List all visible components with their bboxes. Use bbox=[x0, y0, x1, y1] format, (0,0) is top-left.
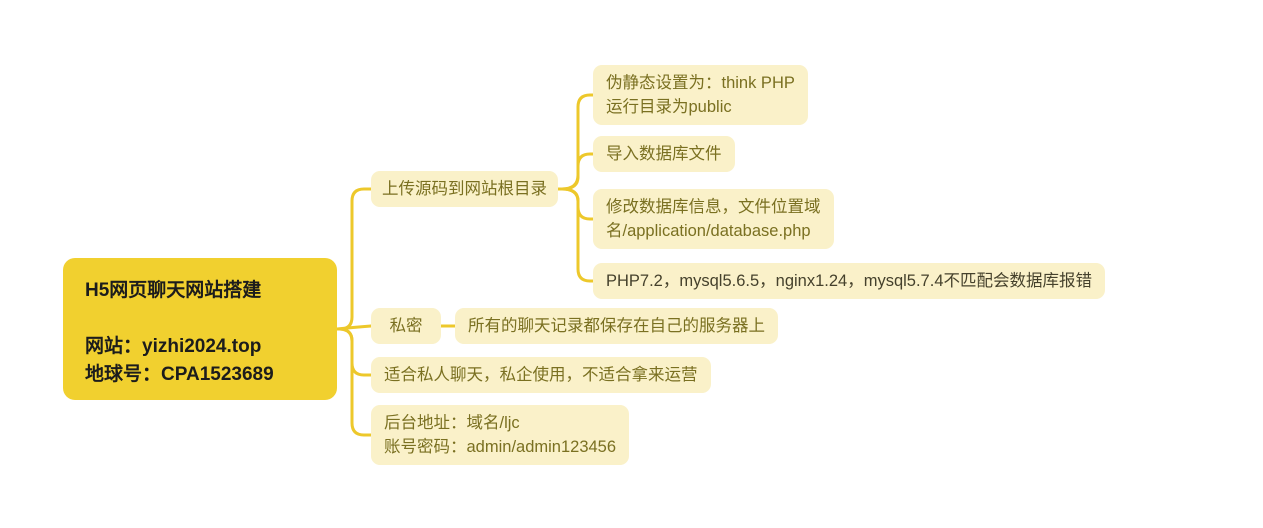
connector-root-to-admin bbox=[335, 327, 373, 437]
connector-upload-to-importdb bbox=[556, 152, 595, 191]
node-pseudo-static-setting[interactable]: 伪静态设置为：think PHP 运行目录为public bbox=[593, 65, 808, 125]
node-upload-source[interactable]: 上传源码到网站根目录 bbox=[371, 171, 558, 207]
node-import-database[interactable]: 导入数据库文件 bbox=[593, 136, 735, 172]
root-title: H5网页聊天网站搭建 bbox=[85, 280, 262, 301]
node-private-chat-usage[interactable]: 适合私人聊天，私企使用，不适合拿来运营 bbox=[371, 357, 711, 393]
connector-upload-to-phpversion bbox=[556, 187, 595, 283]
root-contact-line: 地球号：CPA1523689 bbox=[85, 364, 274, 385]
node-chat-records-on-own-server[interactable]: 所有的聊天记录都保存在自己的服务器上 bbox=[455, 308, 778, 344]
node-php-version-warning[interactable]: PHP7.2，mysql5.6.5，nginx1.24，mysql5.7.4不匹… bbox=[593, 263, 1105, 299]
connector-upload-to-pseudostatic bbox=[556, 93, 595, 191]
node-private[interactable]: 私密 bbox=[371, 308, 441, 344]
root-site-line: 网站：yizhi2024.top bbox=[85, 336, 262, 357]
connector-root-to-upload bbox=[335, 187, 373, 331]
root-node[interactable]: H5网页聊天网站搭建 网站：yizhi2024.top 地球号：CPA15236… bbox=[63, 258, 337, 400]
node-modify-database-config[interactable]: 修改数据库信息，文件位置域 名/application/database.php bbox=[593, 189, 834, 249]
node-admin-login-info[interactable]: 后台地址：域名/ljc 账号密码：admin/admin123456 bbox=[371, 405, 630, 465]
connector-root-to-usage bbox=[335, 327, 373, 377]
